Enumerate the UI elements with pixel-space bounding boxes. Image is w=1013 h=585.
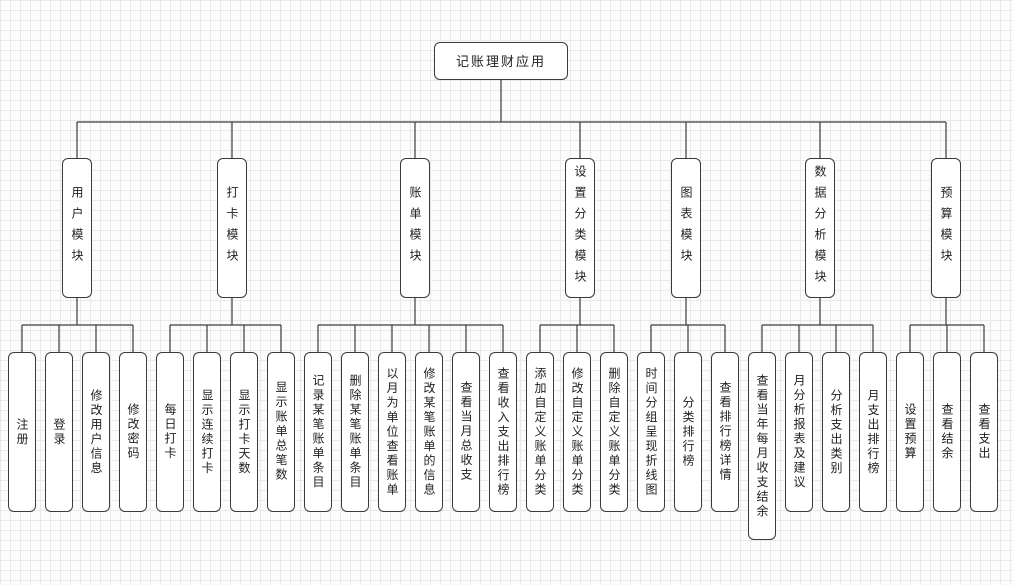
leaf-node[interactable]: 登录 <box>45 352 73 512</box>
leaf-node[interactable]: 显示连续打卡 <box>193 352 221 512</box>
leaf-node[interactable]: 月分析报表及建议 <box>785 352 813 512</box>
leaf-node[interactable]: 显示账单总笔数 <box>267 352 295 512</box>
root-node[interactable]: 记账理财应用 <box>434 42 568 80</box>
leaf-node[interactable]: 时间分组呈现折线图 <box>637 352 665 512</box>
leaf-node[interactable]: 修改某笔账单的信息 <box>415 352 443 512</box>
leaf-node[interactable]: 分析支出类别 <box>822 352 850 512</box>
module-drop-lines <box>76 122 947 158</box>
module-node-chart[interactable]: 图表模块 <box>671 158 701 298</box>
leaf-node[interactable]: 查看结余 <box>933 352 961 512</box>
leaf-node[interactable]: 月支出排行榜 <box>859 352 887 512</box>
leaf-node[interactable]: 查看当年每月收支结余 <box>748 352 776 540</box>
leaf-node[interactable]: 注册 <box>8 352 36 512</box>
module-node-budget[interactable]: 预算模块 <box>931 158 961 298</box>
module-node-checkin[interactable]: 打卡模块 <box>217 158 247 298</box>
module-node-data-analysis[interactable]: 数据分析模块 <box>805 158 835 298</box>
leaf-node[interactable]: 每日打卡 <box>156 352 184 512</box>
leaf-node[interactable]: 查看排行榜详情 <box>711 352 739 512</box>
root-trunk-line <box>77 80 946 123</box>
leaf-node[interactable]: 修改自定义账单分类 <box>563 352 591 512</box>
leaf-node[interactable]: 删除自定义账单分类 <box>600 352 628 512</box>
module-node-category-settings[interactable]: 设置分类模块 <box>565 158 595 298</box>
leaf-node[interactable]: 分类排行榜 <box>674 352 702 512</box>
leaf-node[interactable]: 记录某笔账单条目 <box>304 352 332 512</box>
leaf-node[interactable]: 修改密码 <box>119 352 147 512</box>
module-node-bill[interactable]: 账单模块 <box>400 158 430 298</box>
leaf-node[interactable]: 设置预算 <box>896 352 924 512</box>
leaf-node[interactable]: 查看支出 <box>970 352 998 512</box>
leaf-node[interactable]: 查看当月总收支 <box>452 352 480 512</box>
module-node-user[interactable]: 用户模块 <box>62 158 92 298</box>
leaf-node[interactable]: 修改用户信息 <box>82 352 110 512</box>
module-stem-lines <box>76 298 947 325</box>
leaf-node[interactable]: 显示打卡天数 <box>230 352 258 512</box>
leaf-node[interactable]: 删除某笔账单条目 <box>341 352 369 512</box>
child-drop-lines <box>21 325 985 352</box>
leaf-node[interactable]: 以月为单位查看账单 <box>378 352 406 512</box>
leaf-node[interactable]: 添加自定义账单分类 <box>526 352 554 512</box>
leaf-node[interactable]: 查看收入支出排行榜 <box>489 352 517 512</box>
